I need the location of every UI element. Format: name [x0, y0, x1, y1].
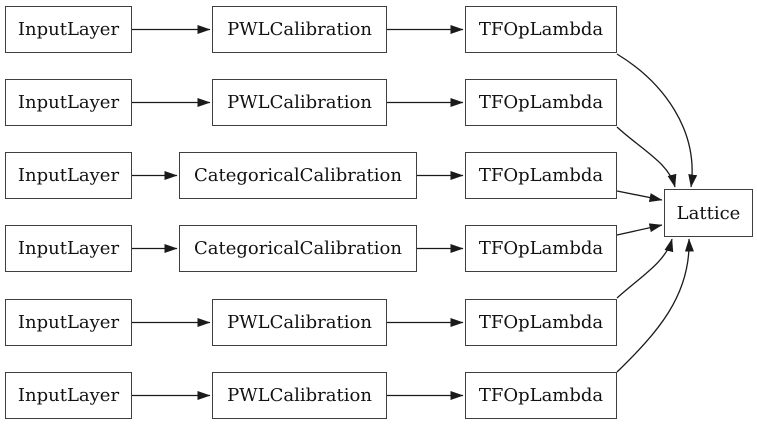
node-pwl-calibration-3: PWLCalibration	[212, 299, 387, 346]
node-categorical-calibration-2: CategoricalCalibration	[179, 225, 417, 272]
edge-lambda-lattice-6	[616, 238, 694, 373]
node-categorical-calibration-1: CategoricalCalibration	[179, 152, 417, 199]
node-tfop-lambda-3: TFOpLambda	[465, 152, 617, 199]
edge-lambda-lattice-1	[616, 53, 698, 188]
node-pwl-calibration-1: PWLCalibration	[212, 6, 387, 53]
edge-lambda-lattice-5	[616, 238, 674, 299]
node-tfop-lambda-4: TFOpLambda	[465, 225, 617, 272]
node-input-layer-5: InputLayer	[5, 299, 132, 346]
node-tfop-lambda-5: TFOpLambda	[465, 299, 617, 346]
edge-lambda-lattice-3	[616, 190, 663, 202]
node-input-layer-3: InputLayer	[5, 152, 132, 199]
node-input-layer-2: InputLayer	[5, 79, 132, 126]
node-lattice: Lattice	[664, 189, 753, 237]
node-pwl-calibration-2: PWLCalibration	[212, 79, 387, 126]
edge-lambda-lattice-4	[616, 223, 663, 236]
edge-lambda-lattice-2	[616, 126, 677, 188]
node-input-layer-1: InputLayer	[5, 6, 132, 53]
node-pwl-calibration-4: PWLCalibration	[212, 372, 387, 419]
node-tfop-lambda-2: TFOpLambda	[465, 79, 617, 126]
node-tfop-lambda-1: TFOpLambda	[465, 6, 617, 53]
node-input-layer-4: InputLayer	[5, 225, 132, 272]
node-tfop-lambda-6: TFOpLambda	[465, 372, 617, 419]
node-input-layer-6: InputLayer	[5, 372, 132, 419]
